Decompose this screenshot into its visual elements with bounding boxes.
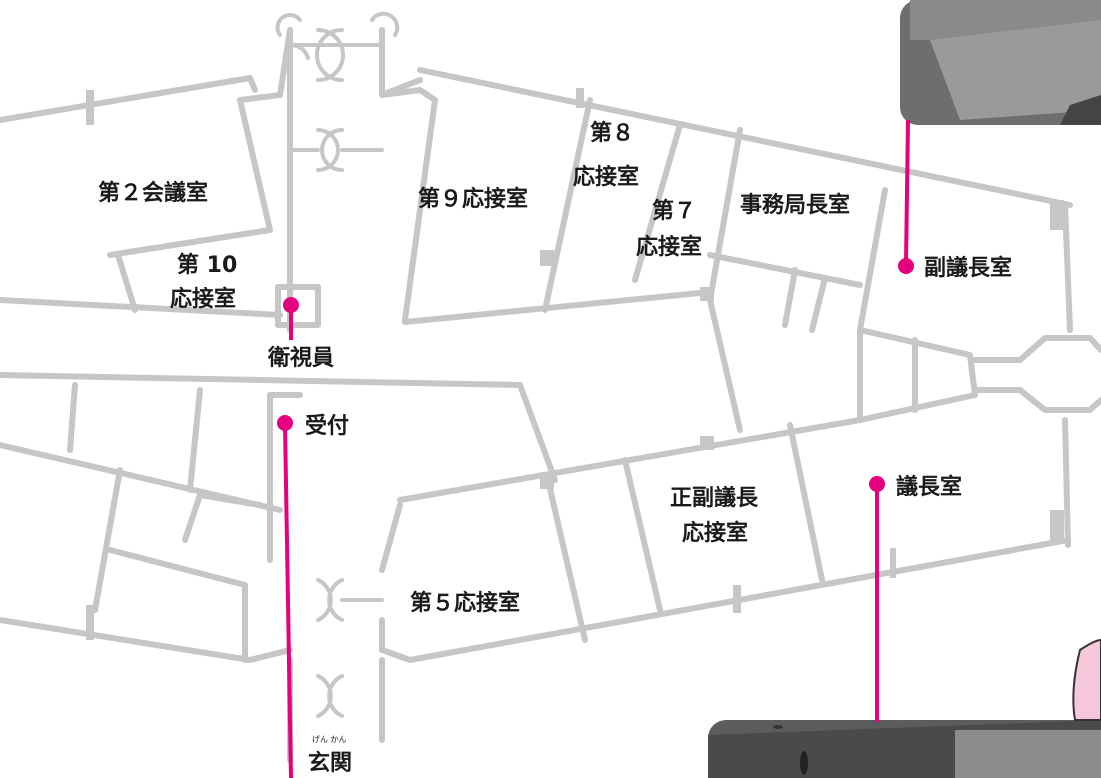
photo-vice-chair-room [900, 0, 1101, 125]
label-reception-7-line2: 応接室 [636, 234, 702, 260]
walls [0, 11, 1101, 763]
label-reception-desk: 受付 [305, 413, 349, 439]
marker-vice-chair [898, 258, 914, 274]
room-labels: 第２会議室 第 10 応接室 衛視員 第９応接室 第８ 応接室 第７ 応接室 事… [98, 120, 1012, 776]
label-reception-10-line1: 第 10 [177, 252, 237, 278]
label-chair-reception-line2: 応接室 [682, 520, 748, 546]
label-entrance: 玄関 [308, 750, 352, 776]
label-reception-8-line1: 第８ [590, 120, 634, 146]
label-guard: 衛視員 [267, 345, 334, 371]
marker-chair [869, 476, 885, 492]
markers [277, 119, 914, 778]
figure-illustration [1072, 638, 1101, 721]
marker-guard [283, 297, 299, 313]
label-chair-reception-line1: 正副議長 [670, 485, 759, 511]
label-secretary-general-room: 事務局長室 [740, 192, 850, 218]
label-chair-room: 議長室 [896, 474, 962, 500]
label-reception-5: 第５応接室 [410, 590, 520, 616]
label-reception-8-line2: 応接室 [573, 164, 639, 190]
label-entrance-ruby: げん かん [312, 735, 347, 744]
label-vice-chair-room: 副議長室 [924, 255, 1012, 281]
label-reception-10-line2: 応接室 [170, 286, 236, 312]
label-reception-7-line1: 第７ [652, 198, 696, 224]
marker-reception [277, 415, 293, 431]
photo-chair-room [708, 720, 1101, 778]
label-conf-room-2: 第２会議室 [98, 180, 208, 206]
label-reception-9: 第９応接室 [418, 186, 528, 212]
